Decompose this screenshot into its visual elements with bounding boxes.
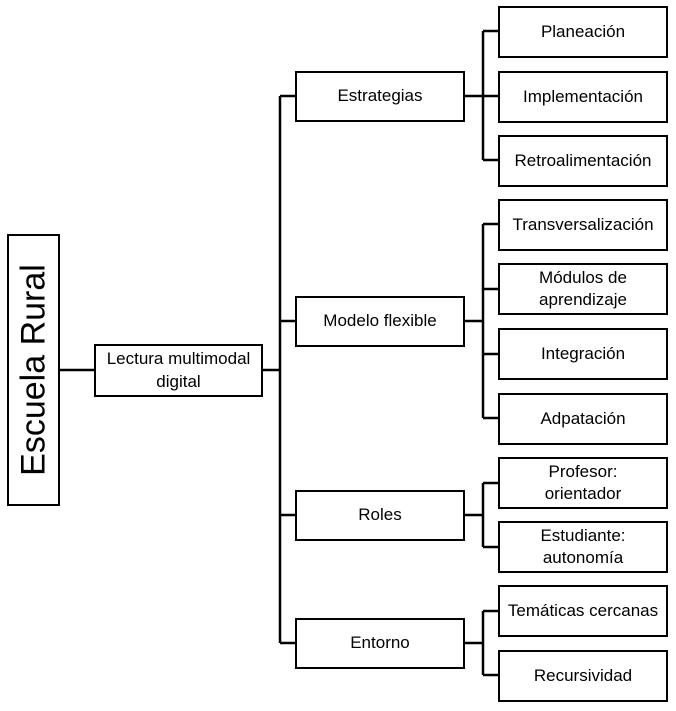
leaf-node-profesor: Profesor: orientador bbox=[498, 457, 668, 509]
branch-node-estrategias: Estrategias bbox=[295, 71, 465, 122]
leaf-node-planeacion: Planeación bbox=[498, 6, 668, 58]
leaf-node-integracion: Integración bbox=[498, 328, 668, 380]
leaf-label: Adpatación bbox=[540, 408, 626, 428]
center-label: Lectura multimodal digital bbox=[106, 349, 251, 391]
leaf-label: Implementación bbox=[522, 86, 643, 106]
root-node: Escuela Rural bbox=[7, 234, 60, 506]
branch-node-entorno: Entorno bbox=[295, 618, 465, 669]
leaf-label: Módulos de aprendizaje bbox=[539, 267, 627, 309]
leaf-label: Profesor: orientador bbox=[544, 461, 622, 503]
leaf-label: Integración bbox=[540, 343, 626, 363]
leaf-node-recursividad: Recursividad bbox=[498, 650, 668, 702]
branch-label: Modelo flexible bbox=[323, 311, 437, 331]
leaf-label: Transversalización bbox=[512, 214, 654, 234]
leaf-node-adpatacion: Adpatación bbox=[498, 393, 668, 445]
leaf-label: Retroalimentación bbox=[514, 150, 652, 170]
branch-label: Estrategias bbox=[337, 86, 423, 106]
branch-node-modelo-flexible: Modelo flexible bbox=[295, 296, 465, 347]
leaf-node-retroalimentacion: Retroalimentación bbox=[498, 135, 668, 187]
leaf-node-transversalizacion: Transversalización bbox=[498, 199, 668, 251]
leaf-label: Estudiante: autonomía bbox=[540, 525, 626, 567]
branch-label: Roles bbox=[358, 505, 402, 525]
center-node: Lectura multimodal digital bbox=[94, 344, 263, 397]
branch-node-roles: Roles bbox=[295, 490, 465, 541]
branch-label: Entorno bbox=[350, 633, 410, 653]
leaf-node-tematicas-cercanas: Temáticas cercanas bbox=[498, 585, 668, 637]
root-label: Escuela Rural bbox=[14, 264, 52, 476]
leaf-node-modulos-aprendizaje: Módulos de aprendizaje bbox=[498, 263, 668, 315]
leaf-node-estudiante: Estudiante: autonomía bbox=[498, 521, 668, 573]
leaf-node-implementacion: Implementación bbox=[498, 71, 668, 123]
leaf-label: Planeación bbox=[540, 21, 626, 41]
leaf-label: Recursividad bbox=[533, 665, 633, 685]
leaf-label: Temáticas cercanas bbox=[507, 600, 659, 620]
